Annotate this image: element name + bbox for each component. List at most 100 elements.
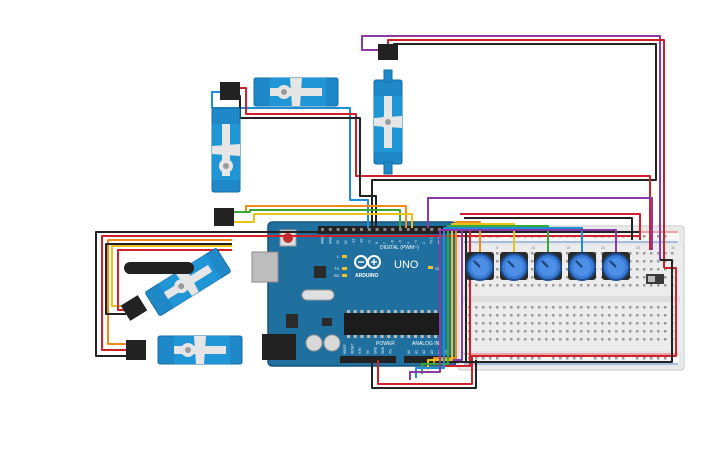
breadboard-hole[interactable]	[601, 314, 604, 317]
breadboard-hole[interactable]	[489, 306, 492, 309]
breadboard-hole[interactable]	[601, 330, 604, 333]
breadboard-hole[interactable]	[615, 284, 618, 287]
breadboard-hole[interactable]	[545, 330, 548, 333]
breadboard-hole[interactable]	[531, 306, 534, 309]
digital-header-pin[interactable]	[391, 228, 395, 231]
wire-yellow[interactable]	[222, 213, 413, 228]
breadboard-hole[interactable]	[601, 252, 604, 255]
breadboard-hole[interactable]	[643, 268, 646, 271]
breadboard-hole[interactable]	[496, 322, 499, 325]
breadboard-hole[interactable]	[552, 330, 555, 333]
rail-hole[interactable]	[496, 357, 499, 360]
breadboard-hole[interactable]	[629, 314, 632, 317]
breadboard-hole[interactable]	[601, 306, 604, 309]
breadboard-hole[interactable]	[622, 314, 625, 317]
digital-header-pin[interactable]	[352, 228, 356, 231]
breadboard-hole[interactable]	[643, 306, 646, 309]
breadboard-hole[interactable]	[629, 260, 632, 263]
digital-header-pin[interactable]	[360, 228, 363, 231]
breadboard-hole[interactable]	[566, 322, 569, 325]
rail-hole[interactable]	[517, 357, 520, 360]
digital-header-pin[interactable]	[406, 228, 410, 231]
wire-red[interactable]	[101, 235, 232, 351]
breadboard-hole[interactable]	[664, 314, 667, 317]
breadboard-hole[interactable]	[538, 338, 541, 341]
breadboard-hole[interactable]	[650, 252, 653, 255]
digital-header-pin[interactable]	[367, 228, 371, 231]
breadboard-hole[interactable]	[622, 322, 625, 325]
breadboard-hole[interactable]	[587, 338, 590, 341]
breadboard-hole[interactable]	[594, 330, 597, 333]
breadboard-hole[interactable]	[531, 330, 534, 333]
breadboard-hole[interactable]	[587, 322, 590, 325]
breadboard-hole[interactable]	[496, 338, 499, 341]
breadboard-hole[interactable]	[510, 306, 513, 309]
potentiometer[interactable]	[534, 252, 562, 281]
wire-black[interactable]	[371, 43, 657, 228]
rail-hole[interactable]	[643, 357, 646, 360]
breadboard-hole[interactable]	[643, 276, 646, 279]
wire-blue[interactable]	[211, 91, 369, 228]
breadboard-hole[interactable]	[580, 284, 583, 287]
breadboard-hole[interactable]	[580, 306, 583, 309]
rail-hole[interactable]	[657, 357, 660, 360]
breadboard-hole[interactable]	[608, 330, 611, 333]
wire-red[interactable]	[377, 356, 473, 385]
breadboard-hole[interactable]	[636, 338, 639, 341]
servo-motor-3[interactable]	[211, 107, 241, 193]
breadboard-hole[interactable]	[489, 314, 492, 317]
breadboard-hole[interactable]	[552, 322, 555, 325]
breadboard-hole[interactable]	[657, 268, 660, 271]
breadboard-hole[interactable]	[475, 306, 478, 309]
breadboard-hole[interactable]	[657, 252, 660, 255]
rail-hole[interactable]	[643, 235, 646, 238]
potentiometer[interactable]	[602, 252, 630, 281]
wire-black[interactable]	[371, 360, 477, 389]
breadboard-hole[interactable]	[636, 306, 639, 309]
breadboard-hole[interactable]	[643, 330, 646, 333]
breadboard-hole[interactable]	[657, 330, 660, 333]
breadboard-hole[interactable]	[622, 284, 625, 287]
breadboard-hole[interactable]	[545, 306, 548, 309]
breadboard-hole[interactable]	[636, 268, 639, 271]
rail-hole[interactable]	[657, 235, 660, 238]
rail-hole[interactable]	[636, 357, 639, 360]
breadboard-hole[interactable]	[559, 330, 562, 333]
breadboard-hole[interactable]	[664, 330, 667, 333]
breadboard-hole[interactable]	[482, 330, 485, 333]
servo-motor-4[interactable]	[145, 248, 231, 316]
breadboard-hole[interactable]	[643, 314, 646, 317]
breadboard-hole[interactable]	[664, 322, 667, 325]
breadboard-hole[interactable]	[629, 322, 632, 325]
wire-purple[interactable]	[361, 35, 661, 260]
breadboard-hole[interactable]	[608, 338, 611, 341]
breadboard-hole[interactable]	[636, 284, 639, 287]
breadboard-hole[interactable]	[524, 284, 527, 287]
breadboard-hole[interactable]	[615, 306, 618, 309]
servo-motor-5[interactable]	[157, 335, 243, 365]
potentiometer[interactable]	[568, 252, 596, 281]
breadboard-hole[interactable]	[566, 306, 569, 309]
breadboard-hole[interactable]	[566, 284, 569, 287]
rail-hole[interactable]	[489, 357, 492, 360]
breadboard-hole[interactable]	[531, 252, 534, 255]
breadboard-hole[interactable]	[650, 314, 653, 317]
breadboard-hole[interactable]	[538, 306, 541, 309]
rail-hole[interactable]	[622, 357, 625, 360]
breadboard-hole[interactable]	[503, 322, 506, 325]
rail-hole[interactable]	[524, 357, 527, 360]
breadboard-hole[interactable]	[615, 338, 618, 341]
breadboard-hole[interactable]	[482, 306, 485, 309]
breadboard-hole[interactable]	[517, 330, 520, 333]
rail-hole[interactable]	[594, 357, 597, 360]
rail-hole[interactable]	[580, 357, 583, 360]
rail-hole[interactable]	[538, 357, 541, 360]
breadboard-hole[interactable]	[489, 330, 492, 333]
breadboard-hole[interactable]	[566, 338, 569, 341]
breadboard-hole[interactable]	[664, 284, 667, 287]
digital-header-pin[interactable]	[321, 228, 324, 231]
breadboard-hole[interactable]	[524, 330, 527, 333]
breadboard-hole[interactable]	[587, 306, 590, 309]
breadboard-hole[interactable]	[524, 338, 527, 341]
breadboard-hole[interactable]	[636, 276, 639, 279]
